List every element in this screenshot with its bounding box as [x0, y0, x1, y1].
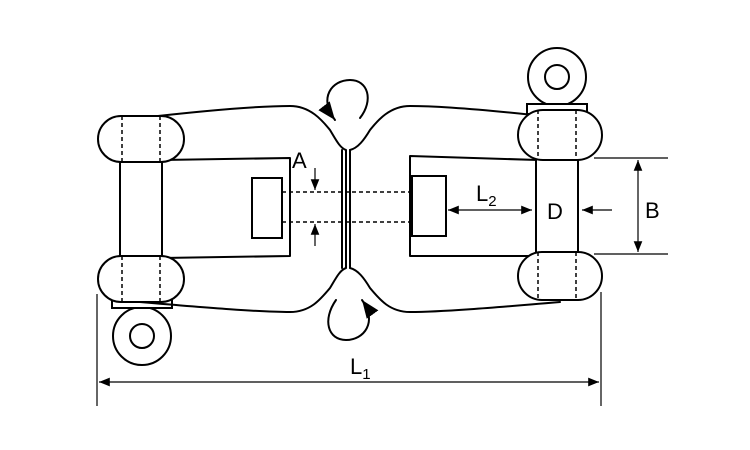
center-swivel	[282, 149, 420, 269]
rotation-arrow-bottom-icon	[327, 299, 379, 341]
right-eye	[527, 47, 587, 107]
rotation-arrow-top-icon	[318, 79, 369, 121]
label-d: D	[547, 199, 563, 224]
left-eye	[112, 306, 172, 366]
left-swivel-block	[251, 177, 283, 239]
left-pin-head-top	[97, 115, 185, 163]
left-shackle	[97, 105, 347, 366]
right-pin-head-bottom	[517, 251, 603, 301]
dimension-b: B	[594, 157, 668, 255]
dimension-l2: L2	[448, 181, 532, 215]
label-l1: L1	[350, 354, 371, 383]
left-pin-head-bottom	[97, 255, 185, 303]
label-b: B	[645, 198, 660, 223]
right-shackle	[349, 47, 603, 313]
label-l2: L2	[476, 181, 497, 210]
right-pin-head-top	[517, 109, 603, 161]
dimension-d: D	[547, 199, 612, 224]
left-pin	[119, 149, 163, 271]
right-pin	[535, 149, 579, 271]
dimension-a: A	[292, 148, 320, 246]
label-a: A	[292, 148, 307, 173]
right-swivel-block	[411, 175, 447, 237]
dimension-l1: L1	[96, 292, 602, 406]
